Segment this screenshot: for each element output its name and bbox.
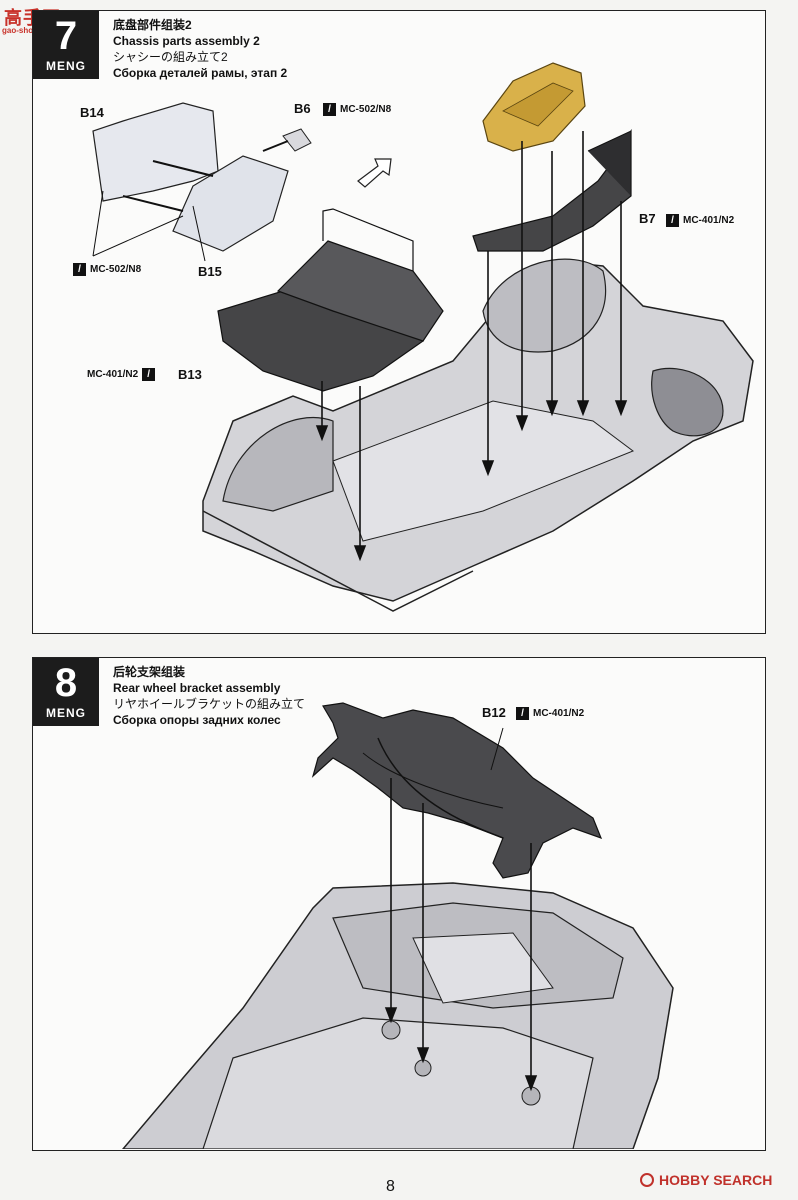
brush-icon: / — [142, 368, 156, 381]
part-transmission-gold — [482, 62, 586, 152]
title-jp: リヤホイールブラケットの組み立て — [113, 697, 306, 711]
step-7-panel: 7 MENG 底盘部件组装2 Chassis parts assembly 2 … — [32, 10, 766, 634]
arrow-outline-icon — [357, 158, 392, 188]
part-b13 — [217, 208, 444, 392]
paint-callout-b7: / MC-401/N2 — [666, 214, 734, 227]
title-ru: Сборка опоры задних колес — [113, 713, 281, 727]
paint-code-b7: MC-401/N2 — [683, 215, 735, 226]
step-8-panel: 8 MENG 后轮支架组装 Rear wheel bracket assembl… — [32, 657, 766, 1151]
watermark-url: gao-shou.com — [2, 26, 57, 35]
step-number: 8 — [54, 661, 78, 705]
brush-icon: / — [73, 263, 86, 276]
paint-callout-b14-b15: / MC-502/N8 — [73, 263, 141, 276]
title-en: Rear wheel bracket assembly — [113, 681, 281, 695]
title-ru: Сборка деталей рамы, этап 2 — [113, 66, 288, 80]
paint-code-b14-b15: MC-502/N8 — [90, 264, 142, 275]
hobby-search-logo: HOBBY SEARCH — [640, 1172, 772, 1188]
title-en: Chassis parts assembly 2 — [113, 34, 260, 48]
assembly-illustration-7 — [92, 62, 754, 612]
paint-code-b6: MC-502/N8 — [340, 104, 392, 115]
paint-code-b12: MC-401/N2 — [533, 708, 585, 719]
assembly-arrows — [315, 131, 628, 562]
brand-logo: MENG — [46, 706, 86, 720]
paint-callout-b13: MC-401/N2 / — [87, 368, 156, 381]
assembly-arrows — [384, 727, 538, 1092]
paint-callout-b12: / MC-401/N2 — [516, 707, 584, 720]
part-label-b6: B6 — [294, 101, 311, 116]
step-badge: 8 MENG — [33, 658, 99, 726]
hobby-search-text: HOBBY SEARCH — [659, 1172, 773, 1188]
part-label-b12: B12 — [482, 705, 506, 720]
title-cn: 后轮支架组装 — [113, 665, 186, 679]
paint-code-b13: MC-401/N2 — [87, 369, 139, 380]
part-label-b15: B15 — [198, 264, 222, 279]
title-jp: シャシーの組み立て2 — [113, 50, 228, 64]
assembly-illustration-8 — [122, 702, 674, 1149]
part-b12 — [311, 702, 603, 879]
part-label-b13: B13 — [178, 367, 202, 382]
brand-logo: MENG — [46, 59, 86, 73]
part-label-b7: B7 — [639, 211, 656, 226]
part-label-b14: B14 — [80, 105, 104, 120]
part-b14-b15 — [92, 102, 312, 262]
chassis-body — [202, 258, 754, 612]
title-cn: 底盘部件组装2 — [113, 18, 192, 32]
step-badge: 7 MENG — [33, 11, 99, 79]
step-titles: 后轮支架组装 Rear wheel bracket assembly リヤホイー… — [113, 664, 305, 728]
brush-icon: / — [516, 707, 529, 720]
brush-icon: / — [323, 103, 336, 116]
part-b7 — [472, 128, 632, 252]
page-number: 8 — [386, 1178, 395, 1195]
rear-chassis — [122, 882, 674, 1149]
paint-callout-b6: / MC-502/N8 — [323, 103, 391, 116]
step-number: 7 — [54, 14, 78, 58]
hobby-search-icon — [640, 1173, 654, 1187]
step-titles: 底盘部件组装2 Chassis parts assembly 2 シャシーの組み… — [113, 17, 287, 81]
brush-icon: / — [666, 214, 679, 227]
